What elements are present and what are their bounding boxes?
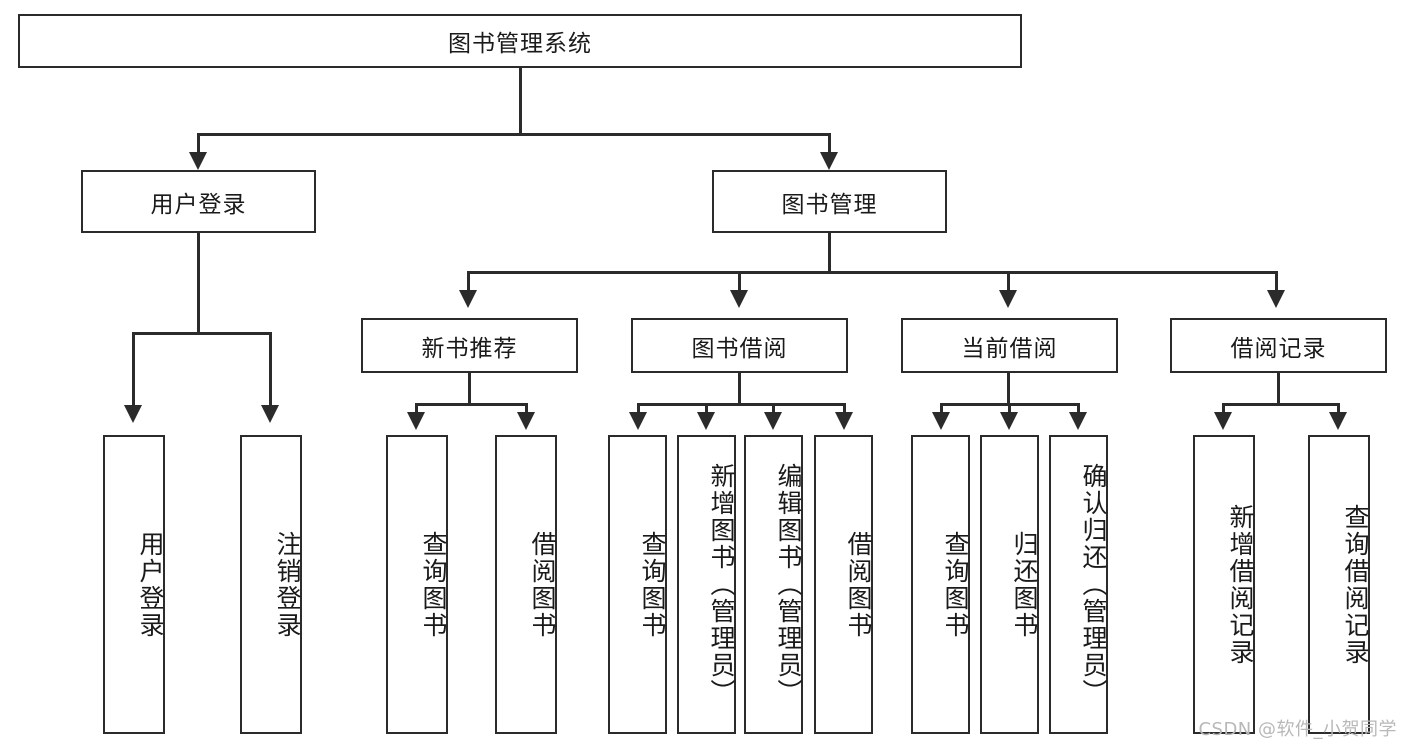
arrowhead-current-borrow	[999, 290, 1017, 308]
leaf-br-query-record[interactable]: 查询借阅记录	[1308, 435, 1370, 734]
edge-nbr-stem	[468, 373, 471, 406]
arrowhead-leaf-logout	[261, 405, 279, 423]
arrowhead-bb-leaf-4	[835, 412, 853, 430]
node-current-borrow[interactable]: 当前借阅	[901, 318, 1118, 373]
node-label: 用户登录	[150, 191, 247, 218]
leaf-cb-query-book[interactable]: 查询图书	[911, 435, 970, 734]
node-label: 归还图书	[1010, 530, 1039, 639]
node-label: 编辑图书（管理员）	[774, 463, 803, 706]
node-label: 查询借阅记录	[1341, 503, 1370, 666]
leaf-nbr-query-book[interactable]: 查询图书	[386, 435, 448, 734]
node-label: 图书管理	[781, 191, 878, 218]
arrowhead-br-leaf-2	[1329, 412, 1347, 430]
arrowhead-bb-leaf-2	[697, 412, 715, 430]
arrowhead-cb-leaf-1	[932, 412, 950, 430]
arrowhead-bb-leaf-3	[764, 412, 782, 430]
node-label: 当前借阅	[961, 335, 1058, 362]
arrowhead-new-book-recommend	[459, 290, 477, 308]
node-book-management[interactable]: 图书管理	[712, 170, 947, 233]
edge-br-stem	[1277, 373, 1280, 406]
leaf-bb-borrow-book[interactable]: 借阅图书	[814, 435, 873, 734]
arrowhead-cb-leaf-2	[1000, 412, 1018, 430]
node-label: 确认归还（管理员）	[1079, 463, 1108, 706]
arrowhead-book-borrow	[730, 290, 748, 308]
node-label: 用户登录	[136, 530, 165, 639]
watermark-text: CSDN @软件_小贺同学	[1198, 719, 1397, 740]
arrowhead-user-login	[189, 152, 207, 170]
leaf-cb-confirm-return-admin[interactable]: 确认归还（管理员）	[1049, 435, 1108, 734]
node-label: 新书推荐	[421, 335, 518, 362]
edge-root-to-book-management	[828, 133, 831, 158]
arrowhead-nbr-leaf-1	[407, 412, 425, 430]
edge-user-login-stem	[197, 233, 200, 334]
arrowhead-bb-leaf-1	[629, 412, 647, 430]
edge-bb-to-leaf-3	[772, 403, 775, 417]
node-label: 新增图书（管理员）	[707, 463, 736, 706]
edge-root-bus	[197, 133, 831, 136]
edge-bb-stem	[738, 373, 741, 406]
edge-br-bus	[1222, 403, 1340, 406]
leaf-user-login[interactable]: 用户登录	[103, 435, 165, 734]
leaf-cb-return-book[interactable]: 归还图书	[980, 435, 1039, 734]
edge-cb-stem	[1007, 373, 1010, 406]
edge-bb-to-leaf-4	[843, 403, 846, 417]
node-label: 图书管理系统	[448, 31, 592, 57]
edge-br-to-leaf-1	[1222, 403, 1225, 417]
edge-bm-to-book-borrow	[738, 271, 741, 295]
edge-root-stem	[519, 68, 522, 135]
arrowhead-nbr-leaf-2	[517, 412, 535, 430]
arrowhead-borrow-records	[1267, 290, 1285, 308]
edge-user-login-to-leaf-1	[132, 332, 135, 410]
leaf-br-add-record[interactable]: 新增借阅记录	[1193, 435, 1255, 734]
edge-bb-bus	[637, 403, 846, 406]
leaf-nbr-borrow-book[interactable]: 借阅图书	[495, 435, 557, 734]
node-label: 借阅图书	[844, 530, 873, 639]
node-borrow-records[interactable]: 借阅记录	[1170, 318, 1387, 373]
edge-user-login-to-leaf-2	[269, 332, 272, 410]
node-label: 借阅图书	[528, 530, 557, 639]
node-new-book-recommend[interactable]: 新书推荐	[361, 318, 578, 373]
edge-book-management-bus	[467, 271, 1278, 274]
edge-book-management-stem	[828, 233, 831, 273]
edge-nbr-bus	[415, 403, 528, 406]
edge-nbr-to-leaf-1	[415, 403, 418, 417]
leaf-bb-add-book-admin[interactable]: 新增图书（管理员）	[677, 435, 736, 734]
node-user-login[interactable]: 用户登录	[81, 170, 316, 233]
arrowhead-book-management	[820, 152, 838, 170]
edge-bm-to-borrow-records	[1275, 271, 1278, 295]
node-label: 查询图书	[941, 530, 970, 639]
edge-cb-to-leaf-3	[1077, 403, 1080, 417]
edge-bb-to-leaf-1	[637, 403, 640, 417]
edge-user-login-bus	[132, 332, 272, 335]
edge-bb-to-leaf-2	[705, 403, 708, 417]
node-label: 查询图书	[638, 530, 667, 639]
arrowhead-br-leaf-1	[1214, 412, 1232, 430]
node-label: 新增借阅记录	[1226, 503, 1255, 666]
node-label: 借阅记录	[1230, 335, 1327, 362]
leaf-bb-query-book[interactable]: 查询图书	[608, 435, 667, 734]
arrowhead-leaf-user-login	[124, 405, 142, 423]
edge-nbr-to-leaf-2	[525, 403, 528, 417]
node-label: 注销登录	[273, 530, 302, 639]
edge-br-to-leaf-2	[1337, 403, 1340, 417]
node-label: 图书借阅	[691, 335, 788, 362]
node-book-borrow[interactable]: 图书借阅	[631, 318, 848, 373]
leaf-bb-edit-book-admin[interactable]: 编辑图书（管理员）	[744, 435, 803, 734]
node-label: 查询图书	[419, 530, 448, 639]
arrowhead-cb-leaf-3	[1069, 412, 1087, 430]
edge-cb-to-leaf-2	[1008, 403, 1011, 417]
edge-bm-to-new-book	[467, 271, 470, 295]
leaf-logout[interactable]: 注销登录	[240, 435, 302, 734]
edge-cb-to-leaf-1	[940, 403, 943, 417]
edge-bm-to-current-borrow	[1007, 271, 1010, 295]
edge-root-to-user-login	[197, 133, 200, 158]
node-root-book-management-system[interactable]: 图书管理系统	[18, 14, 1022, 68]
